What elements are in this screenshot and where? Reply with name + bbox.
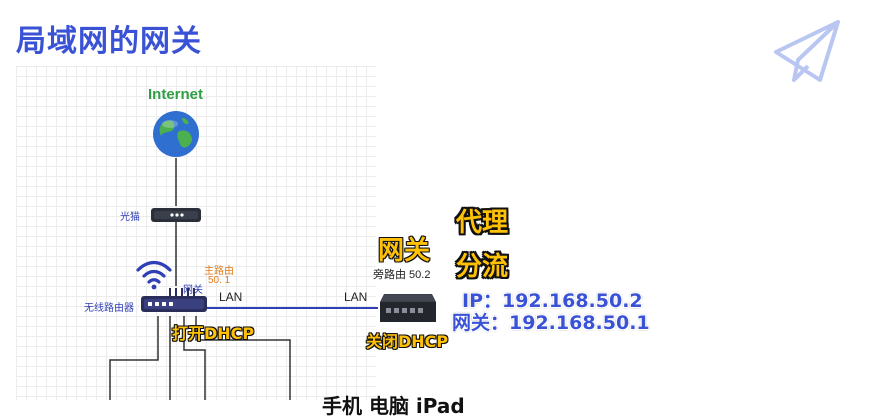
main-router-ip: 50. 1 [208, 275, 231, 286]
router-icon [141, 288, 207, 312]
gateway-address-line: 网关：192.168.50.1 [452, 312, 650, 334]
bypass-dhcp-label: 关闭DHCP [366, 332, 449, 351]
ip-address-line: IP：192.168.50.2 [462, 290, 643, 312]
lan-right-label: LAN [344, 290, 368, 304]
lan-left-label: LAN [219, 290, 243, 304]
bypass-gateway-title: 网关 [378, 236, 431, 266]
bypass-subtitle: 旁路由 50.2 [373, 269, 431, 281]
split-label: 分流 [456, 252, 509, 282]
modem-icon [151, 208, 201, 222]
modem-label: 光猫 [120, 212, 140, 223]
main-dhcp-label: 打开DHCP [172, 324, 255, 343]
network-lines [109, 158, 378, 400]
wireless-router-label: 无线路由器 [84, 303, 134, 314]
internet-label: Internet [148, 86, 204, 103]
wifi-icon [136, 260, 172, 290]
proxy-label: 代理 [456, 208, 509, 238]
mini-pc-icon [380, 294, 436, 322]
paper-plane-icon [774, 20, 840, 82]
globe-icon [153, 111, 199, 157]
diagram-canvas [16, 66, 376, 400]
main-router-label: 主路由 [204, 266, 234, 277]
page-title: 局域网的网关 [16, 24, 202, 59]
bottom-devices-label: 手机 电脑 iPad [322, 394, 465, 418]
